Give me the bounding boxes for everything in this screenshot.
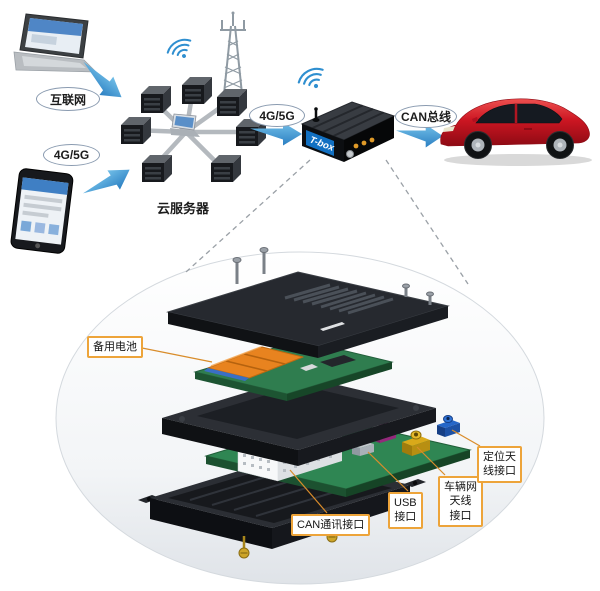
fakra-connector-yellow xyxy=(402,430,430,456)
wifi-icon xyxy=(164,34,198,65)
laptop xyxy=(13,13,97,73)
fakra-connector-blue xyxy=(437,415,460,437)
wifi-icon xyxy=(295,63,330,96)
server-cube xyxy=(182,77,212,104)
arrow-phone-to-cloud xyxy=(79,160,136,208)
uplink-label: 4G/5G xyxy=(249,104,305,127)
smartphone xyxy=(10,168,74,254)
callout-positioning-antenna: 定位天 线接口 xyxy=(477,446,522,483)
tbox-device: T-box xyxy=(300,101,396,162)
cover-label xyxy=(320,322,345,331)
car xyxy=(440,98,592,166)
tbox-top-cover xyxy=(166,247,450,358)
callout-lines xyxy=(141,347,481,514)
backup-battery-module xyxy=(193,339,394,401)
server-cube xyxy=(142,155,172,182)
tbox-antenna-jack xyxy=(346,150,354,158)
cluster-laptop xyxy=(170,113,200,137)
server-cluster xyxy=(121,77,266,182)
server-cube xyxy=(141,86,171,113)
can-bus-label: CAN总线 xyxy=(395,105,457,128)
internet-label: 互联网 xyxy=(36,87,100,111)
callout-usb-interface: USB 接口 xyxy=(388,492,423,529)
server-cube xyxy=(121,117,151,144)
callout-vehicle-net-antenna: 车辆网 天线 接口 xyxy=(438,476,483,527)
tbox-middle-frame xyxy=(162,376,436,466)
heatsink-fins xyxy=(284,283,394,315)
cell-tower xyxy=(220,11,246,95)
cloud-server-label: 云服务器 xyxy=(157,201,210,216)
phone-link-label: 4G/5G xyxy=(43,144,100,166)
server-cube xyxy=(217,89,247,116)
zoom-leader-lines xyxy=(185,159,469,285)
tbox-front-panel xyxy=(306,130,334,156)
server-cube xyxy=(211,155,241,182)
arrow-tbox-to-car xyxy=(396,124,443,148)
battery-cells xyxy=(204,346,304,381)
callout-can-interface: CAN通讯接口 xyxy=(291,514,371,537)
callout-backup-battery: 备用电池 xyxy=(87,336,143,359)
cover-screws xyxy=(232,247,434,305)
